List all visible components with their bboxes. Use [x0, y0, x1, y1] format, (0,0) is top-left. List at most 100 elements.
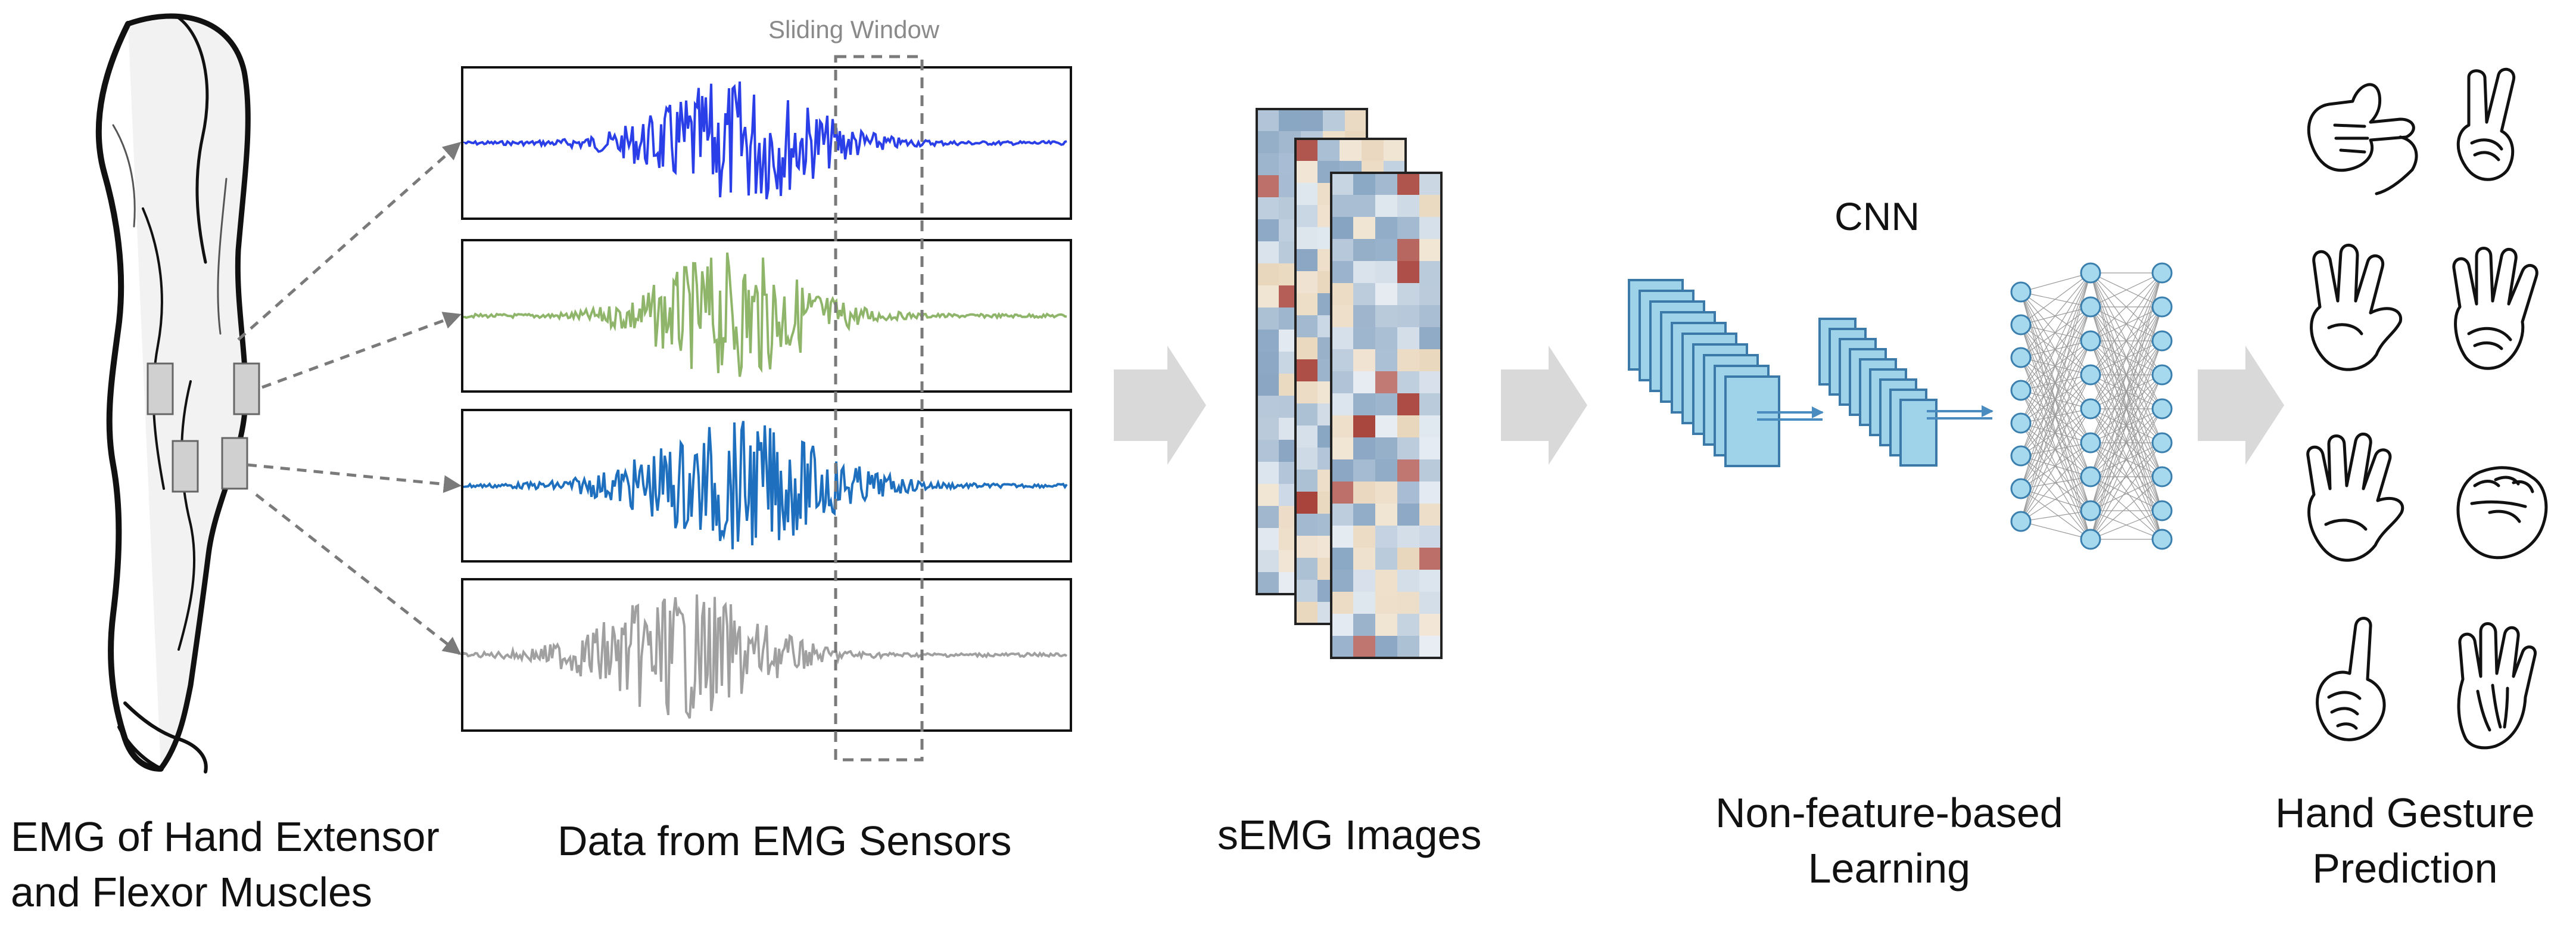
heat-cell — [1353, 173, 1375, 195]
heat-cell — [1397, 195, 1419, 217]
arm-caption-line: and Flexor Muscles — [11, 869, 372, 916]
connection — [2090, 306, 2163, 511]
heat-cell — [1375, 261, 1397, 283]
neuron — [2080, 364, 2101, 386]
heat-cell — [1353, 570, 1375, 592]
neuron — [2151, 398, 2173, 420]
heat-cell — [1419, 261, 1441, 283]
heat-cell — [1375, 592, 1397, 614]
heat-cell — [1375, 526, 1397, 548]
heat-cell — [1419, 195, 1441, 217]
heat-cell — [1419, 349, 1441, 371]
neuron — [2151, 330, 2173, 352]
connection — [2020, 521, 2091, 540]
heat-cell — [1331, 504, 1353, 526]
arm-caption-line: EMG of Hand Extensor — [11, 813, 440, 860]
neuron — [2080, 432, 2101, 453]
neuron — [2080, 262, 2101, 284]
heat-cell — [1257, 506, 1279, 528]
connection — [2020, 408, 2091, 424]
heat-cell — [1257, 263, 1279, 285]
heat-cell — [1375, 349, 1397, 371]
heat-cell — [1331, 349, 1353, 371]
heat-cell — [1331, 592, 1353, 614]
connection — [2020, 423, 2091, 511]
heat-cell — [1257, 484, 1279, 506]
feature-map — [1724, 375, 1780, 467]
heat-cell — [1375, 393, 1397, 415]
heat-cell — [1331, 195, 1353, 217]
heat-cell — [1397, 570, 1419, 592]
connection — [2090, 374, 2163, 511]
heat-cell — [1353, 349, 1375, 371]
connection — [2020, 442, 2091, 522]
connection — [2020, 510, 2091, 522]
heat-cell — [1331, 526, 1353, 548]
three-fingers-gesture-icon — [2310, 243, 2403, 371]
heat-cell — [1397, 482, 1419, 504]
heat-cell — [1257, 219, 1279, 241]
heat-cell — [1331, 614, 1353, 636]
electrode — [147, 362, 174, 415]
connection — [2020, 357, 2091, 477]
heat-cell — [1419, 371, 1441, 393]
signals-caption: Data from EMG Sensors — [557, 818, 1012, 864]
semg-images — [1256, 108, 1443, 659]
heat-cell — [1419, 283, 1441, 305]
heat-cell — [1375, 482, 1397, 504]
electrode — [233, 362, 260, 415]
heat-cell — [1353, 393, 1375, 415]
connection — [2020, 272, 2091, 325]
connection — [2020, 324, 2091, 409]
heat-cell — [1257, 307, 1279, 330]
sensor-arrow — [261, 312, 462, 389]
connection — [2020, 374, 2091, 522]
signal-trace — [463, 252, 1067, 377]
heat-cell — [1353, 482, 1375, 504]
connection — [2020, 476, 2091, 522]
connection — [2020, 291, 2091, 443]
connection — [2090, 272, 2163, 375]
heat-cell — [1397, 636, 1419, 658]
heat-cell — [1331, 261, 1353, 283]
heat-cell — [1295, 183, 1317, 205]
heat-cell — [1353, 459, 1375, 482]
heat-cell — [1419, 327, 1441, 349]
connection — [2020, 324, 2091, 477]
connection — [2020, 357, 2091, 511]
heat-cell — [1419, 305, 1441, 327]
heat-cell — [1257, 109, 1279, 131]
heat-cell — [1353, 614, 1375, 636]
sensor-arrows — [237, 142, 462, 655]
heat-cell — [1375, 173, 1397, 195]
heat-cell — [1419, 504, 1441, 526]
heat-cell — [1397, 327, 1419, 349]
heat-cell — [1419, 437, 1441, 459]
heat-cell — [1419, 592, 1441, 614]
prediction-caption: Hand Gesture Prediction — [2275, 785, 2535, 896]
heat-cell — [1331, 283, 1353, 305]
heat-cell — [1257, 197, 1279, 219]
connection — [2020, 272, 2091, 358]
prediction-caption-line: Hand Gesture — [2275, 790, 2535, 836]
heat-cell — [1301, 109, 1323, 131]
heat-cell — [1353, 526, 1375, 548]
heat-cell — [1375, 239, 1397, 261]
flow-arrow — [1114, 346, 1206, 465]
heat-cell — [1331, 239, 1353, 261]
connection — [2020, 455, 2091, 511]
learning-caption-line: Non-feature-based — [1715, 790, 2063, 836]
arm-caption: EMG of Hand Extensor and Flexor Muscles — [11, 809, 440, 920]
sensor-arrow — [255, 493, 462, 655]
connection — [2020, 340, 2091, 522]
neuron — [2010, 380, 2032, 401]
open-hand-gesture-icon — [2306, 433, 2404, 562]
heat-cell — [1419, 482, 1441, 504]
heat-cell — [1419, 393, 1441, 415]
heat-cell — [1353, 437, 1375, 459]
heat-cell — [1295, 580, 1317, 602]
heat-cell — [1331, 415, 1353, 437]
connection — [2020, 390, 2091, 409]
connection — [2020, 324, 2091, 443]
